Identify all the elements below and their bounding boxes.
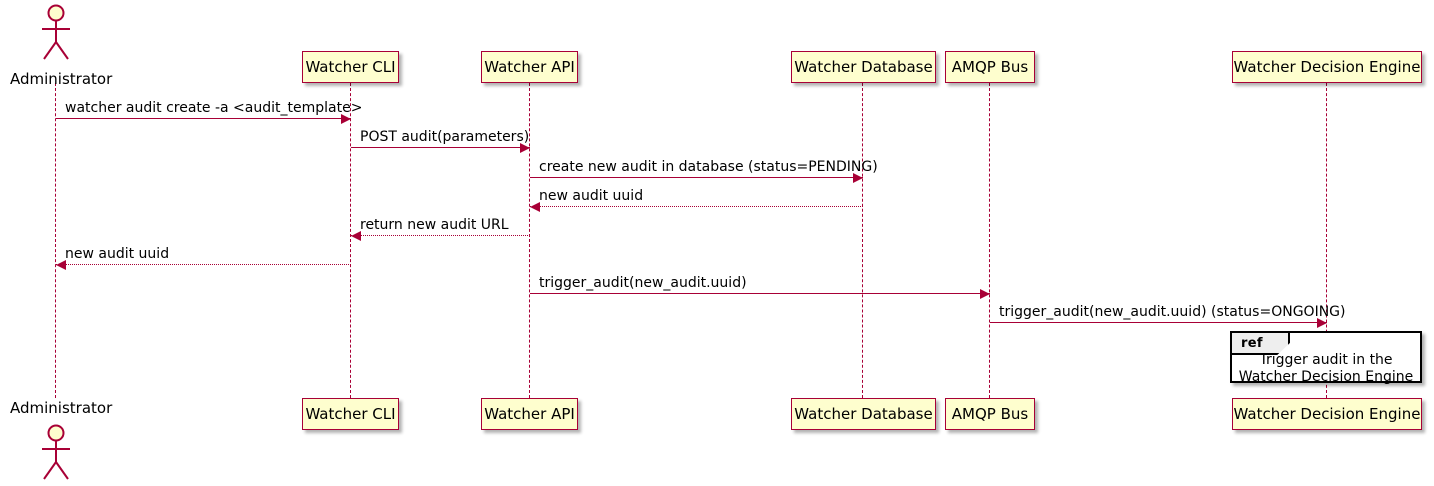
message-label-7: trigger_audit(new_audit.uuid): [539, 275, 747, 291]
message-arrowhead-2: [520, 143, 530, 153]
message-label-4: new audit uuid: [539, 188, 644, 204]
message-label-1: watcher audit create -a <audit_template>: [65, 100, 363, 116]
lifeline-watcher-decision-engine: [1326, 83, 1327, 398]
participant-watcher-api-top[interactable]: Watcher API: [481, 51, 578, 83]
lifeline-amqp-bus: [989, 83, 990, 398]
ref-fragment-tag: ref: [1241, 335, 1263, 351]
participant-label: AMQP Bus: [951, 404, 1029, 423]
participant-label: Watcher Decision Engine: [1233, 57, 1421, 76]
participant-label: Watcher CLI: [305, 404, 396, 423]
participant-label: Watcher Database: [794, 57, 933, 76]
participant-watcher-database-bottom[interactable]: Watcher Database: [791, 398, 936, 430]
message-arrowhead-6: [56, 260, 66, 270]
message-label-5: return new audit URL: [360, 217, 509, 233]
participant-label: Watcher Decision Engine: [1233, 404, 1421, 423]
message-arrowhead-4: [530, 202, 540, 212]
participant-label: AMQP Bus: [951, 57, 1029, 76]
message-line-3: [530, 177, 863, 178]
message-label-8: trigger_audit(new_audit.uuid) (status=ON…: [999, 304, 1346, 320]
message-label-2: POST audit(parameters): [360, 129, 530, 145]
ref-fragment-line-1: Trigger audit in the: [1259, 352, 1393, 368]
participant-watcher-api-bottom[interactable]: Watcher API: [481, 398, 578, 430]
actor-administrator-bottom: [28, 424, 84, 482]
actor-administrator-top: [28, 4, 84, 62]
message-label-6: new audit uuid: [65, 246, 170, 262]
participant-watcher-database-top[interactable]: Watcher Database: [791, 51, 936, 83]
participant-label: Watcher CLI: [305, 57, 396, 76]
actor-administrator-label-top: Administrator: [10, 70, 113, 88]
participant-label: Watcher API: [484, 57, 575, 76]
message-line-8: [990, 322, 1327, 323]
participant-amqp-bus-top[interactable]: AMQP Bus: [945, 51, 1035, 83]
message-line-1: [56, 118, 351, 119]
participant-watcher-decision-engine-bottom[interactable]: Watcher Decision Engine: [1232, 398, 1422, 430]
message-arrowhead-8: [1317, 318, 1327, 328]
ref-fragment-line-2: Watcher Decision Engine: [1238, 369, 1414, 385]
participant-watcher-cli-top[interactable]: Watcher CLI: [302, 51, 399, 83]
message-line-7: [530, 293, 990, 294]
lifeline-watcher-api: [529, 83, 530, 398]
message-label-3: create new audit in database (status=PEN…: [539, 159, 878, 175]
participant-watcher-decision-engine-top[interactable]: Watcher Decision Engine: [1232, 51, 1422, 83]
participant-amqp-bus-bottom[interactable]: AMQP Bus: [945, 398, 1035, 430]
lifeline-administrator: [55, 83, 56, 398]
message-line-6: [56, 264, 351, 265]
message-line-5: [351, 235, 530, 236]
message-line-2: [351, 147, 530, 148]
lifeline-watcher-database: [862, 83, 863, 398]
participant-label: Watcher Database: [794, 404, 933, 423]
actor-administrator-label-bottom: Administrator: [10, 399, 113, 417]
lifeline-watcher-cli: [350, 83, 351, 398]
message-arrowhead-1: [341, 114, 351, 124]
message-arrowhead-5: [351, 231, 361, 241]
participant-label: Watcher API: [484, 404, 575, 423]
message-arrowhead-3: [853, 173, 863, 183]
ref-fragment-tab: ref: [1232, 333, 1290, 355]
message-arrowhead-7: [980, 289, 990, 299]
participant-watcher-cli-bottom[interactable]: Watcher CLI: [302, 398, 399, 430]
message-line-4: [530, 206, 863, 207]
